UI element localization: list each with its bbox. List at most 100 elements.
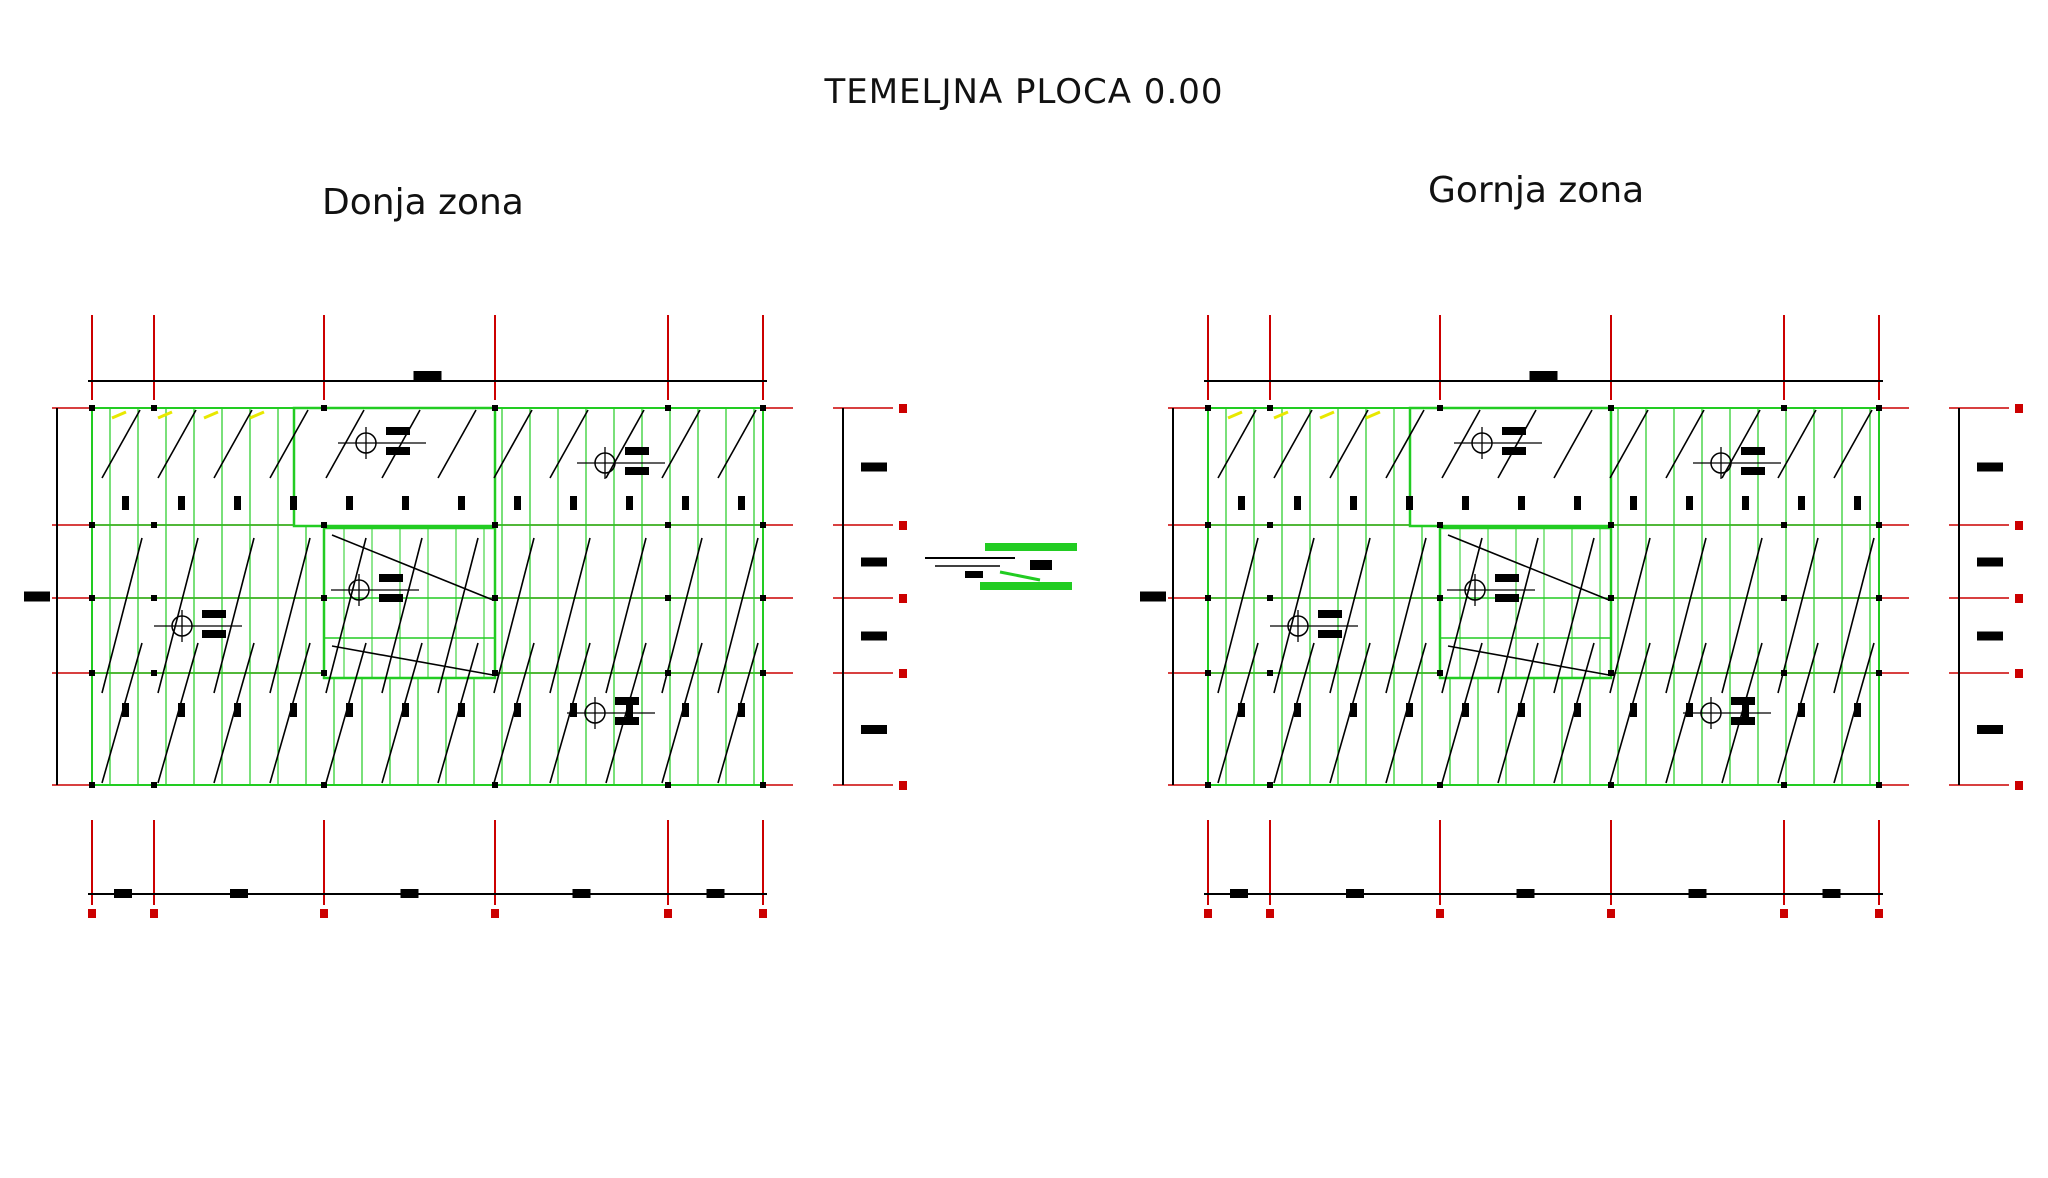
- column-node: [151, 782, 157, 788]
- bar-mark: [738, 496, 745, 510]
- column-node: [665, 595, 671, 601]
- dimension-text: [400, 889, 419, 898]
- diagonal-bar: [1447, 645, 1610, 676]
- diagonal-bar: [269, 409, 309, 479]
- column-node: [321, 595, 327, 601]
- bar-mark: [1686, 703, 1693, 717]
- bar-mark: [1574, 496, 1581, 510]
- diagonal-bar: [1553, 409, 1593, 479]
- bar-mark: [178, 496, 185, 510]
- column-node: [1205, 405, 1211, 411]
- axis-marker: [2015, 669, 2023, 678]
- dimension-text: [1516, 889, 1535, 898]
- column-node: [760, 670, 766, 676]
- diagonal-bar: [549, 537, 591, 694]
- dimension-text: [1977, 557, 2003, 567]
- reinforcement-zone: [322, 526, 497, 680]
- diagonal-bar: [381, 409, 421, 479]
- column-node: [760, 782, 766, 788]
- diagonal-bar: [1217, 537, 1259, 694]
- column-node: [1608, 522, 1614, 528]
- bar-mark: [1462, 703, 1469, 717]
- diagonal-bar: [1721, 537, 1763, 694]
- diagonal-bar: [1217, 409, 1257, 479]
- diagonal-bar: [1385, 409, 1425, 479]
- dimension-text: [413, 371, 442, 381]
- label-block: [625, 467, 649, 475]
- column-node: [1608, 670, 1614, 676]
- diagonal-bar: [605, 409, 645, 479]
- diagonal-bar: [717, 409, 757, 479]
- highlight-mark: [1365, 410, 1381, 420]
- diagonal-bar: [157, 409, 197, 479]
- highlight-mark: [111, 410, 127, 420]
- label-block: [1502, 427, 1526, 435]
- axis-marker: [320, 909, 328, 918]
- bar-mark: [626, 496, 633, 510]
- diagonal-bar: [605, 537, 647, 694]
- column-node: [151, 405, 157, 411]
- label-block: [202, 610, 226, 618]
- legend-text: [965, 571, 983, 578]
- column-node: [1267, 782, 1273, 788]
- diagonal-bar: [661, 537, 703, 694]
- axis-marker: [491, 909, 499, 918]
- diagonal-bar: [1609, 537, 1651, 694]
- diagonal-bar: [437, 537, 479, 694]
- diagonal-bar: [1777, 537, 1819, 694]
- column-node: [321, 522, 327, 528]
- label-block: [1731, 717, 1755, 725]
- dimension-text: [1230, 889, 1248, 898]
- highlight-mark: [1273, 410, 1289, 420]
- label-block: [615, 717, 639, 725]
- diagonal-bar: [549, 409, 589, 479]
- dimension-text: [1977, 631, 2003, 641]
- dimension-text: [861, 462, 887, 472]
- column-node: [492, 782, 498, 788]
- legend-line: [999, 570, 1041, 582]
- reinforcement-legend: [925, 543, 1077, 590]
- column-node: [1781, 782, 1787, 788]
- diagonal-bar: [1665, 537, 1707, 694]
- bar-mark: [570, 496, 577, 510]
- bar-mark: [738, 703, 745, 717]
- column-node: [760, 595, 766, 601]
- bar-mark: [514, 703, 521, 717]
- legend-bar: [985, 543, 1077, 551]
- bar-mark: [1518, 703, 1525, 717]
- column-node: [1205, 782, 1211, 788]
- diagonal-bar: [325, 409, 365, 479]
- bar-mark: [1406, 496, 1413, 510]
- label-block: [615, 697, 639, 705]
- column-node: [1437, 782, 1443, 788]
- axis-marker: [1780, 909, 1788, 918]
- diagonal-bar: [1609, 409, 1649, 479]
- column-node: [1437, 595, 1443, 601]
- bar-mark: [290, 496, 297, 510]
- label-block: [1741, 447, 1765, 455]
- column-node: [89, 670, 95, 676]
- bar-mark: [458, 703, 465, 717]
- label-block: [202, 630, 226, 638]
- column-node: [1781, 522, 1787, 528]
- column-node: [1437, 522, 1443, 528]
- dimension-text: [1688, 889, 1707, 898]
- axis-marker: [1607, 909, 1615, 918]
- bar-mark: [514, 496, 521, 510]
- axis-marker: [759, 909, 767, 918]
- column-node: [1437, 670, 1443, 676]
- column-node: [1876, 522, 1882, 528]
- axis-marker: [1875, 909, 1883, 918]
- diagonal-bar: [493, 409, 533, 479]
- diagonal-bar: [325, 537, 367, 694]
- column-node: [760, 405, 766, 411]
- bar-mark: [1350, 496, 1357, 510]
- column-node: [1781, 595, 1787, 601]
- zone-label-top: Gornja zona: [1428, 170, 1645, 211]
- axis-marker: [899, 781, 907, 790]
- column-node: [151, 595, 157, 601]
- axis-marker: [1436, 909, 1444, 918]
- axis-marker: [664, 909, 672, 918]
- diagonal-bar: [1665, 409, 1705, 479]
